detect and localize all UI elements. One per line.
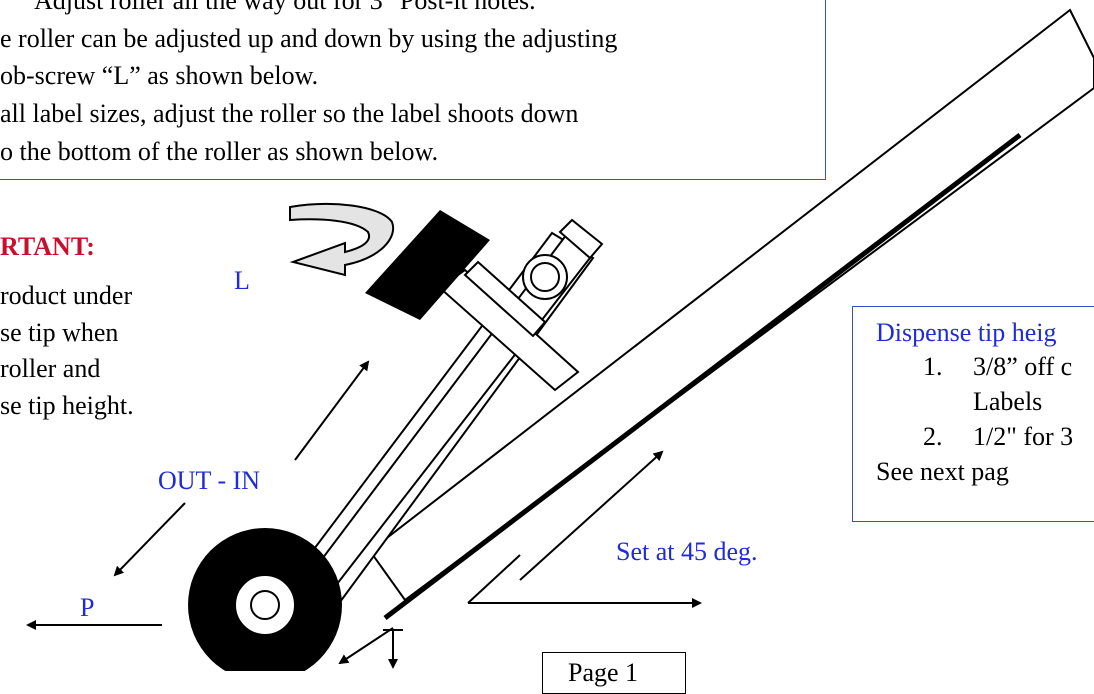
dispense-item1-text: 3/8” off c	[973, 352, 1073, 381]
roller-axle	[250, 590, 280, 620]
top-note-line-5: o the bottom of the roller as shown belo…	[0, 137, 439, 166]
dispense-tip-box	[852, 306, 1094, 522]
angle-label: Set at 45 deg.	[616, 537, 758, 566]
dispense-item1-num: 1.	[923, 352, 943, 381]
important-line-2: se tip when	[0, 318, 119, 347]
dispense-down-arrow	[338, 627, 394, 665]
important-line-4: se tip height.	[0, 391, 134, 420]
top-note-line-4: all label sizes, adjust the roller so th…	[0, 99, 579, 128]
dispense-item2-num: 2.	[923, 422, 943, 451]
important-line-3: roller and	[0, 354, 101, 383]
out-in-label: OUT - IN	[158, 466, 261, 495]
dispense-item2-text: 1/2" for 3	[973, 422, 1074, 451]
out-arrow	[113, 502, 186, 577]
arm-pivot-inner	[530, 262, 560, 292]
angle-hyp-line	[467, 554, 521, 604]
page-box-label: Page 1	[568, 658, 639, 687]
dispense-item1-cont: Labels	[973, 387, 1043, 416]
top-note-line-2: e roller can be adjusted up and down by …	[0, 24, 618, 53]
dispense-heading: Dispense tip heig	[876, 318, 1057, 347]
top-note-line-3: ob-screw “L” as shown below.	[0, 61, 319, 90]
important-line-1: roduct under	[0, 281, 133, 310]
top-instruction-box	[0, 0, 826, 180]
knob-label: L	[234, 266, 250, 295]
pull-label: P	[80, 593, 95, 622]
rotation-arrow	[289, 202, 395, 277]
in-arrow	[294, 360, 370, 461]
important-heading: RTANT:	[0, 232, 95, 261]
dispense-footer: See next pag	[876, 457, 1009, 486]
arm-cap	[558, 218, 604, 260]
adjusting-knob[interactable]	[365, 210, 490, 320]
label-guide-line	[383, 133, 1022, 620]
knob-screw-crossbar	[463, 260, 547, 338]
top-note-line-1: Adjust roller all the way out for 3" Pos…	[34, 0, 536, 15]
angle-arrow	[519, 450, 664, 581]
dispenser-board	[368, 8, 1094, 602]
roller-diagram	[26, 8, 1094, 671]
